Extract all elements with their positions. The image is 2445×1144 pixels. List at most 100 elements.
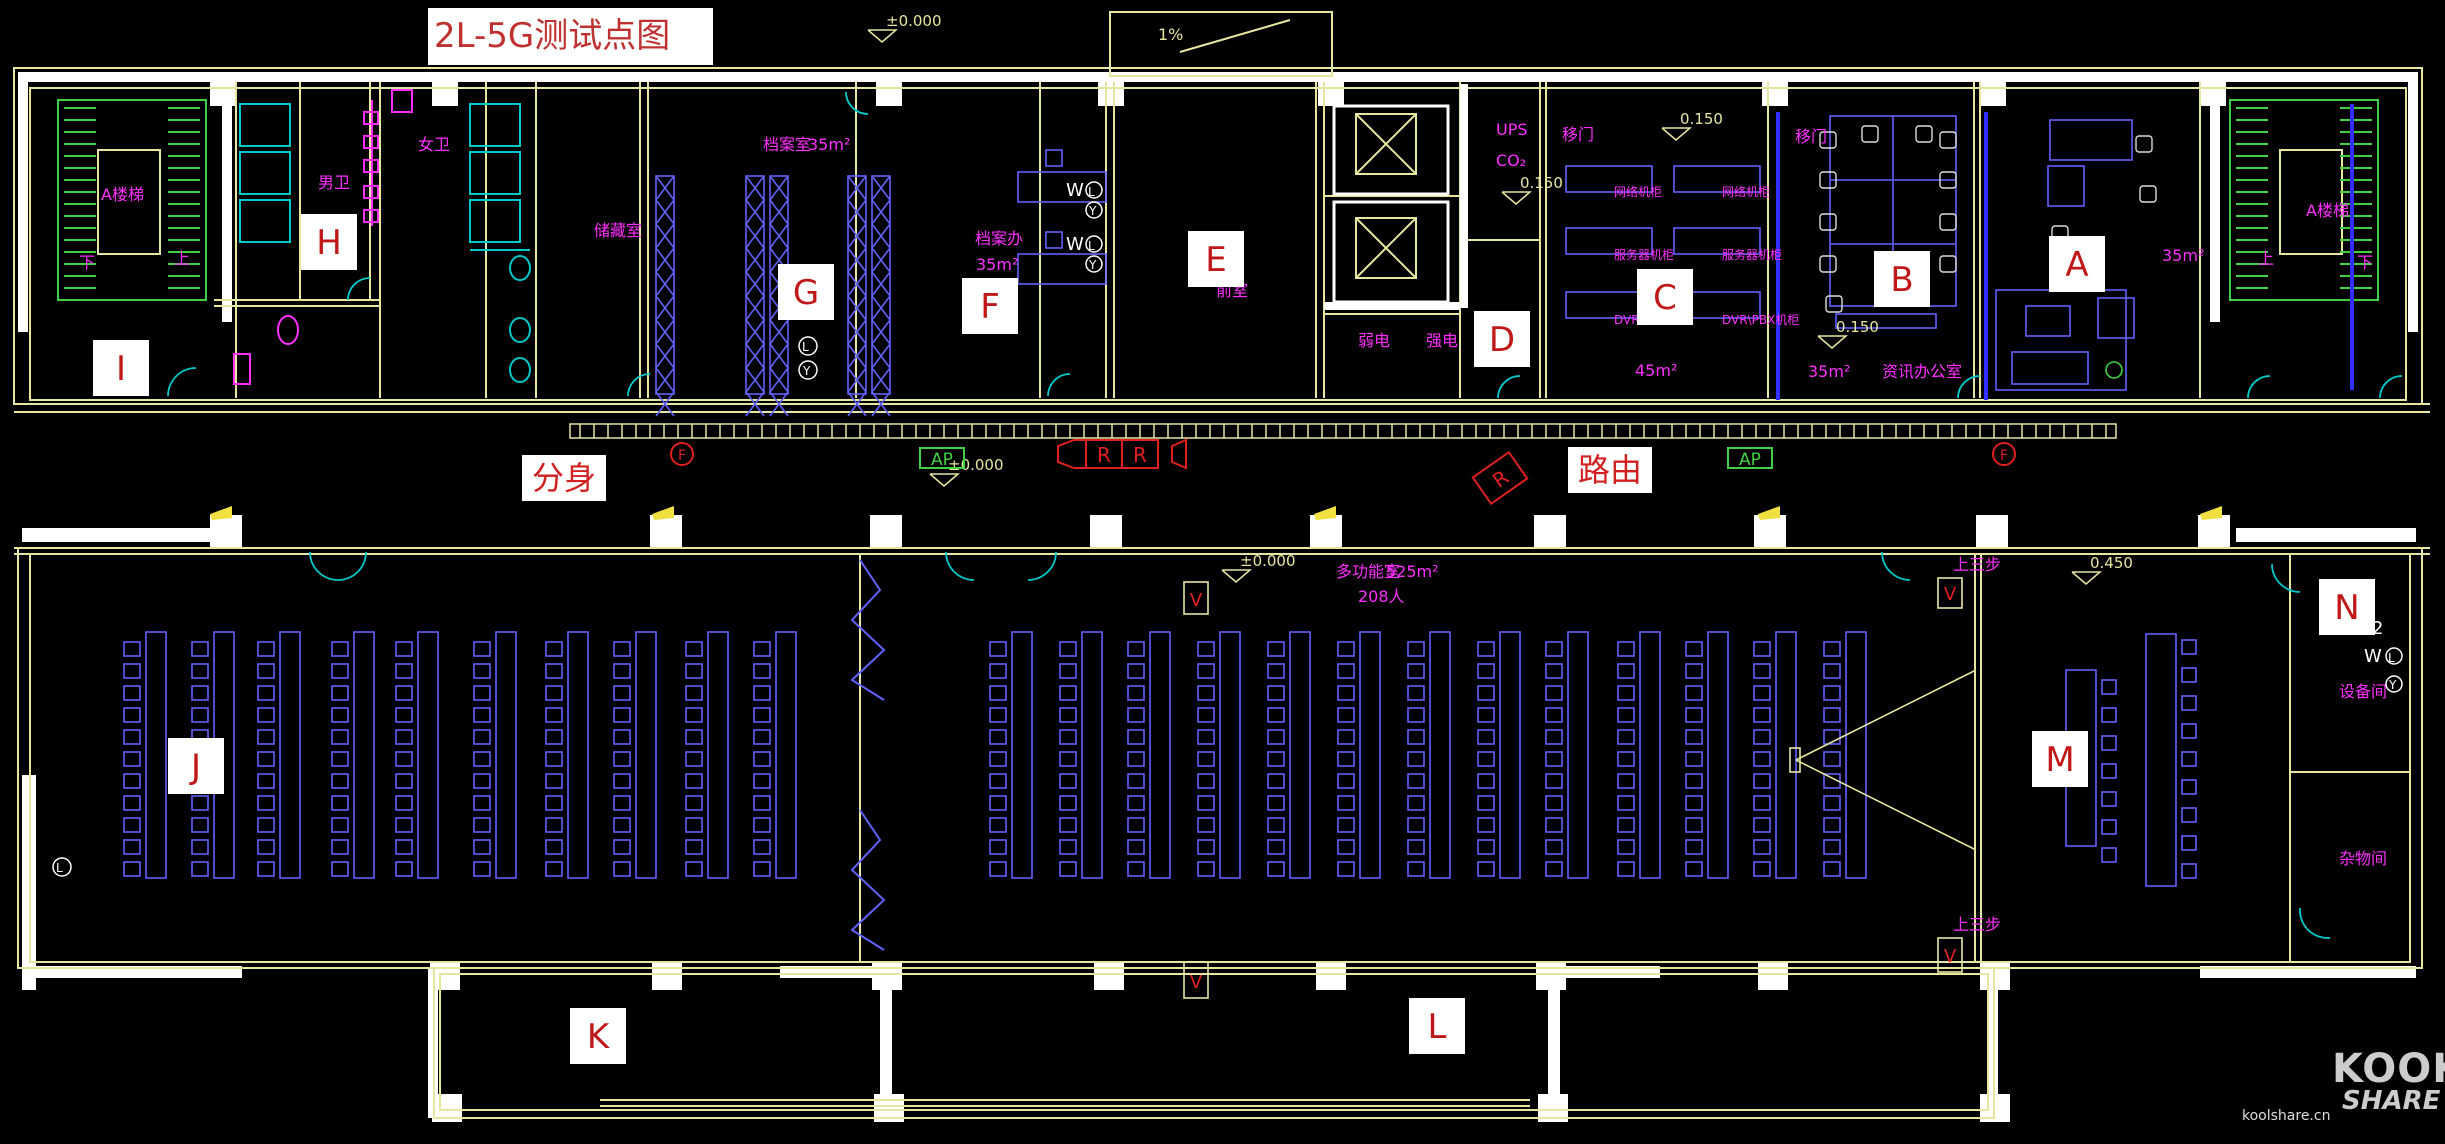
room-label: 上三步 — [1953, 555, 2001, 574]
room-label: 储藏室 — [594, 221, 642, 240]
test-point-box — [570, 1008, 626, 1064]
room-label: 移门 — [1562, 125, 1594, 144]
room-label: 档案室 — [763, 135, 811, 154]
rack-label: 网络机柜 — [1614, 184, 1662, 199]
test-point-box — [2032, 731, 2088, 787]
test-point-label: G — [793, 273, 819, 313]
office-desks-f — [1017, 149, 1107, 285]
socket-j: L — [52, 857, 72, 877]
test-point-label: M — [2045, 740, 2074, 780]
ramp-label: 1% — [1158, 25, 1183, 44]
annotation-notes: 分身 路由 — [522, 447, 1652, 501]
test-point-F: F — [962, 278, 1018, 334]
koolshare-watermark: KOOK SHARE koolshare.cn — [2242, 1046, 2445, 1136]
room-label: 设备间 — [2339, 682, 2387, 701]
test-point-box — [1474, 311, 1530, 367]
room-label: 35m² — [808, 135, 850, 154]
rack-label: 服务器机柜 — [1722, 247, 1782, 262]
test-point-label: F — [980, 287, 1000, 327]
wall-lights — [210, 506, 2222, 520]
room-label: 上三步 — [1953, 915, 2001, 934]
note-text: 分身 — [532, 459, 596, 497]
test-point-box — [1637, 269, 1693, 325]
rack-label: 网络机柜 — [1722, 184, 1770, 199]
svg-text:L: L — [2388, 651, 2395, 665]
room-label: 档案办 — [975, 229, 1023, 248]
fire-marker-2: F — [1992, 442, 2016, 466]
svg-text:W: W — [1066, 234, 1084, 255]
socket-w-f1: W L Y — [1066, 180, 1103, 219]
test-point-B: B — [1874, 251, 1930, 307]
room-label: 杂物间 — [2339, 849, 2387, 868]
room-label: 45m² — [1635, 361, 1677, 380]
svg-text:R: R — [1133, 443, 1147, 467]
svg-text:Y: Y — [1088, 258, 1097, 272]
elevation-triangle — [929, 473, 961, 487]
stair-left — [57, 99, 207, 301]
svg-text:Y: Y — [802, 364, 811, 378]
elevation-triangle — [1817, 335, 1849, 349]
svg-text:L: L — [56, 861, 63, 875]
test-point-box — [1188, 231, 1244, 287]
socket-n: 2 W L Y — [2364, 618, 2403, 693]
test-point-M: M — [2032, 731, 2088, 787]
v-marker-3: V — [1937, 577, 1963, 609]
room-label: 移门 — [1795, 127, 1827, 146]
test-point-label: N — [2334, 588, 2359, 628]
test-point-label: C — [1653, 278, 1677, 318]
svg-text:V: V — [1190, 590, 1203, 611]
office-chairs — [1819, 125, 2157, 313]
v-marker-1: V — [1183, 581, 1209, 615]
room-label: CO₂ — [1496, 151, 1526, 170]
ramp: 1% — [1109, 11, 1333, 77]
test-point-J: J — [168, 738, 224, 794]
note-text: 路由 — [1578, 451, 1642, 489]
test-point-box — [93, 340, 149, 396]
test-point-box — [2049, 236, 2105, 292]
test-point-L: L — [1409, 998, 1465, 1054]
folding-partition — [850, 559, 886, 951]
elevation-value: 0.150 — [1836, 318, 1879, 336]
svg-text:V: V — [1944, 584, 1957, 605]
svg-text:AP: AP — [931, 450, 953, 470]
v-marker-2: V — [1183, 961, 1209, 999]
ap-marker-2: AP — [1727, 447, 1773, 470]
room-label: UPS — [1496, 120, 1528, 139]
note-box — [1568, 447, 1652, 493]
test-point-C: C — [1637, 269, 1693, 325]
corridor-rail — [569, 423, 2117, 439]
room-label: 资讯办公室 — [1882, 362, 1962, 381]
test-point-label: L — [1428, 1007, 1447, 1047]
plan-title: 2L-5G测试点图 — [428, 8, 713, 65]
watermark-logo-line1: KOOK — [2332, 1046, 2445, 1092]
svg-text:W: W — [1066, 180, 1084, 201]
room-label: 525m² — [1386, 562, 1439, 581]
test-point-label: D — [1489, 320, 1515, 360]
test-point-D: D — [1474, 311, 1530, 367]
room-label: 强电 — [1426, 331, 1458, 350]
elevation-triangle — [1661, 127, 1693, 141]
svg-text:L: L — [1088, 239, 1095, 253]
test-point-box — [2319, 579, 2375, 635]
watermark-logo-line2: SHARE — [2342, 1086, 2441, 1116]
test-point-box — [778, 264, 834, 320]
svg-text:2: 2 — [2372, 618, 2383, 639]
test-point-label: I — [116, 349, 126, 389]
svg-text:V: V — [1190, 972, 1203, 993]
fire-marker-1: F — [670, 442, 694, 466]
svg-text:R: R — [1097, 443, 1111, 467]
blue-glass-walls — [1776, 104, 2354, 400]
doors — [167, 91, 2403, 939]
router-marker-pair: R R — [1057, 438, 1187, 470]
rack-label: DVR\PBX机柜 — [1722, 313, 1799, 327]
rack-label: 服务器机柜 — [1614, 247, 1674, 262]
room-label: 多功能室 — [1336, 562, 1400, 581]
test-point-label: J — [189, 747, 201, 787]
room-label: 女卫 — [418, 135, 450, 154]
test-point-A: A — [2049, 236, 2105, 292]
note-luyou: 路由 — [1568, 447, 1652, 493]
auditorium-rows — [123, 631, 2197, 879]
